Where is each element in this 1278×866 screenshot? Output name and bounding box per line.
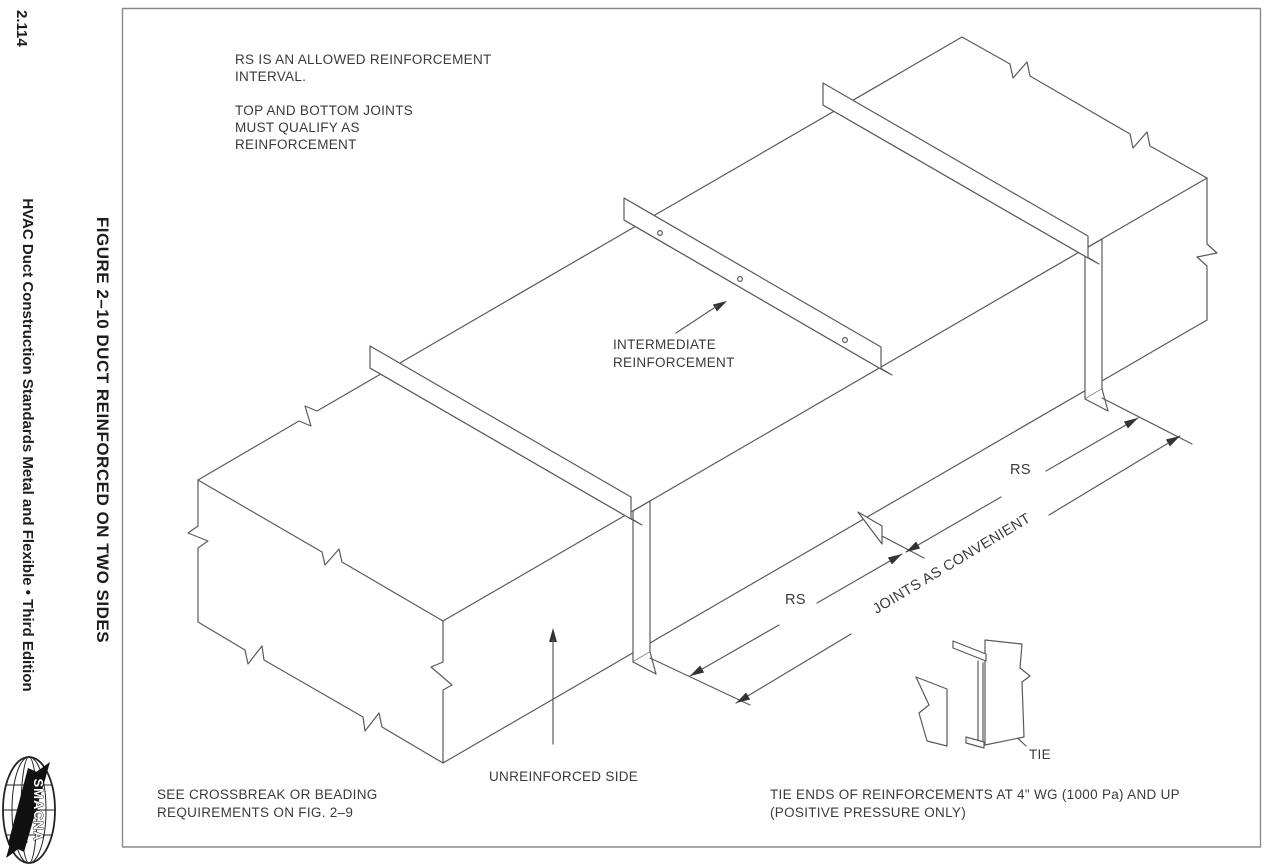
note-tie-ends: TIE ENDS OF REINFORCEMENTS AT 4" WG (100…	[770, 787, 1180, 820]
tie-rod	[977, 660, 984, 747]
reinforcement-bar-right	[822, 82, 1100, 265]
page-number: 2.114	[13, 10, 30, 47]
dimension-label-rs-right: RS	[1010, 462, 1031, 478]
smacna-logo: SMACNA	[2, 756, 56, 864]
intermediate-leader	[675, 305, 718, 334]
tie-hook	[952, 640, 987, 662]
leader-lines	[552, 305, 1027, 747]
rivet-hole	[656, 230, 663, 237]
dimension-line-joints	[735, 435, 1181, 704]
tie-detail-inset	[915, 639, 1031, 749]
figure-frame	[121, 7, 1262, 848]
dimension-line-rs	[689, 417, 1139, 677]
label-intermediate-reinforcement: INTERMEDIATE REINFORCEMENT	[613, 337, 735, 370]
joint-strip-right	[1084, 238, 1109, 412]
tie-foot	[965, 736, 985, 749]
note-crossbreak: SEE CROSSBREAK OR BEADING REQUIREMENTS O…	[157, 787, 378, 820]
smacna-logo-text: SMACNA	[31, 778, 46, 841]
edition-title: HVAC Duct Construction Standards Metal a…	[19, 198, 36, 692]
reinforcement-bar-intermediate	[623, 197, 893, 376]
note-rs-interval: RS IS AN ALLOWED REINFORCEMENT INTERVAL.	[235, 52, 492, 84]
tie-left-panel	[915, 676, 948, 747]
tie-right-panel	[984, 639, 1031, 746]
intermediate-bottom-tick	[857, 511, 883, 545]
rivet-hole	[736, 276, 743, 283]
reinforcement-bar-left	[369, 345, 643, 526]
label-tie: TIE	[1029, 747, 1051, 762]
dimension-label-rs-left: RS	[785, 592, 806, 608]
extension-lines	[649, 397, 1193, 706]
joint-strip-left	[632, 500, 657, 675]
figure-title: FIGURE 2–10 DUCT REINFORCED ON TWO SIDES	[93, 216, 112, 644]
note-top-bottom-joints: TOP AND BOTTOM JOINTS MUST QUALIFY AS RE…	[235, 103, 414, 152]
rivet-hole	[841, 337, 848, 344]
label-unreinforced-side: UNREINFORCED SIDE	[489, 769, 639, 784]
